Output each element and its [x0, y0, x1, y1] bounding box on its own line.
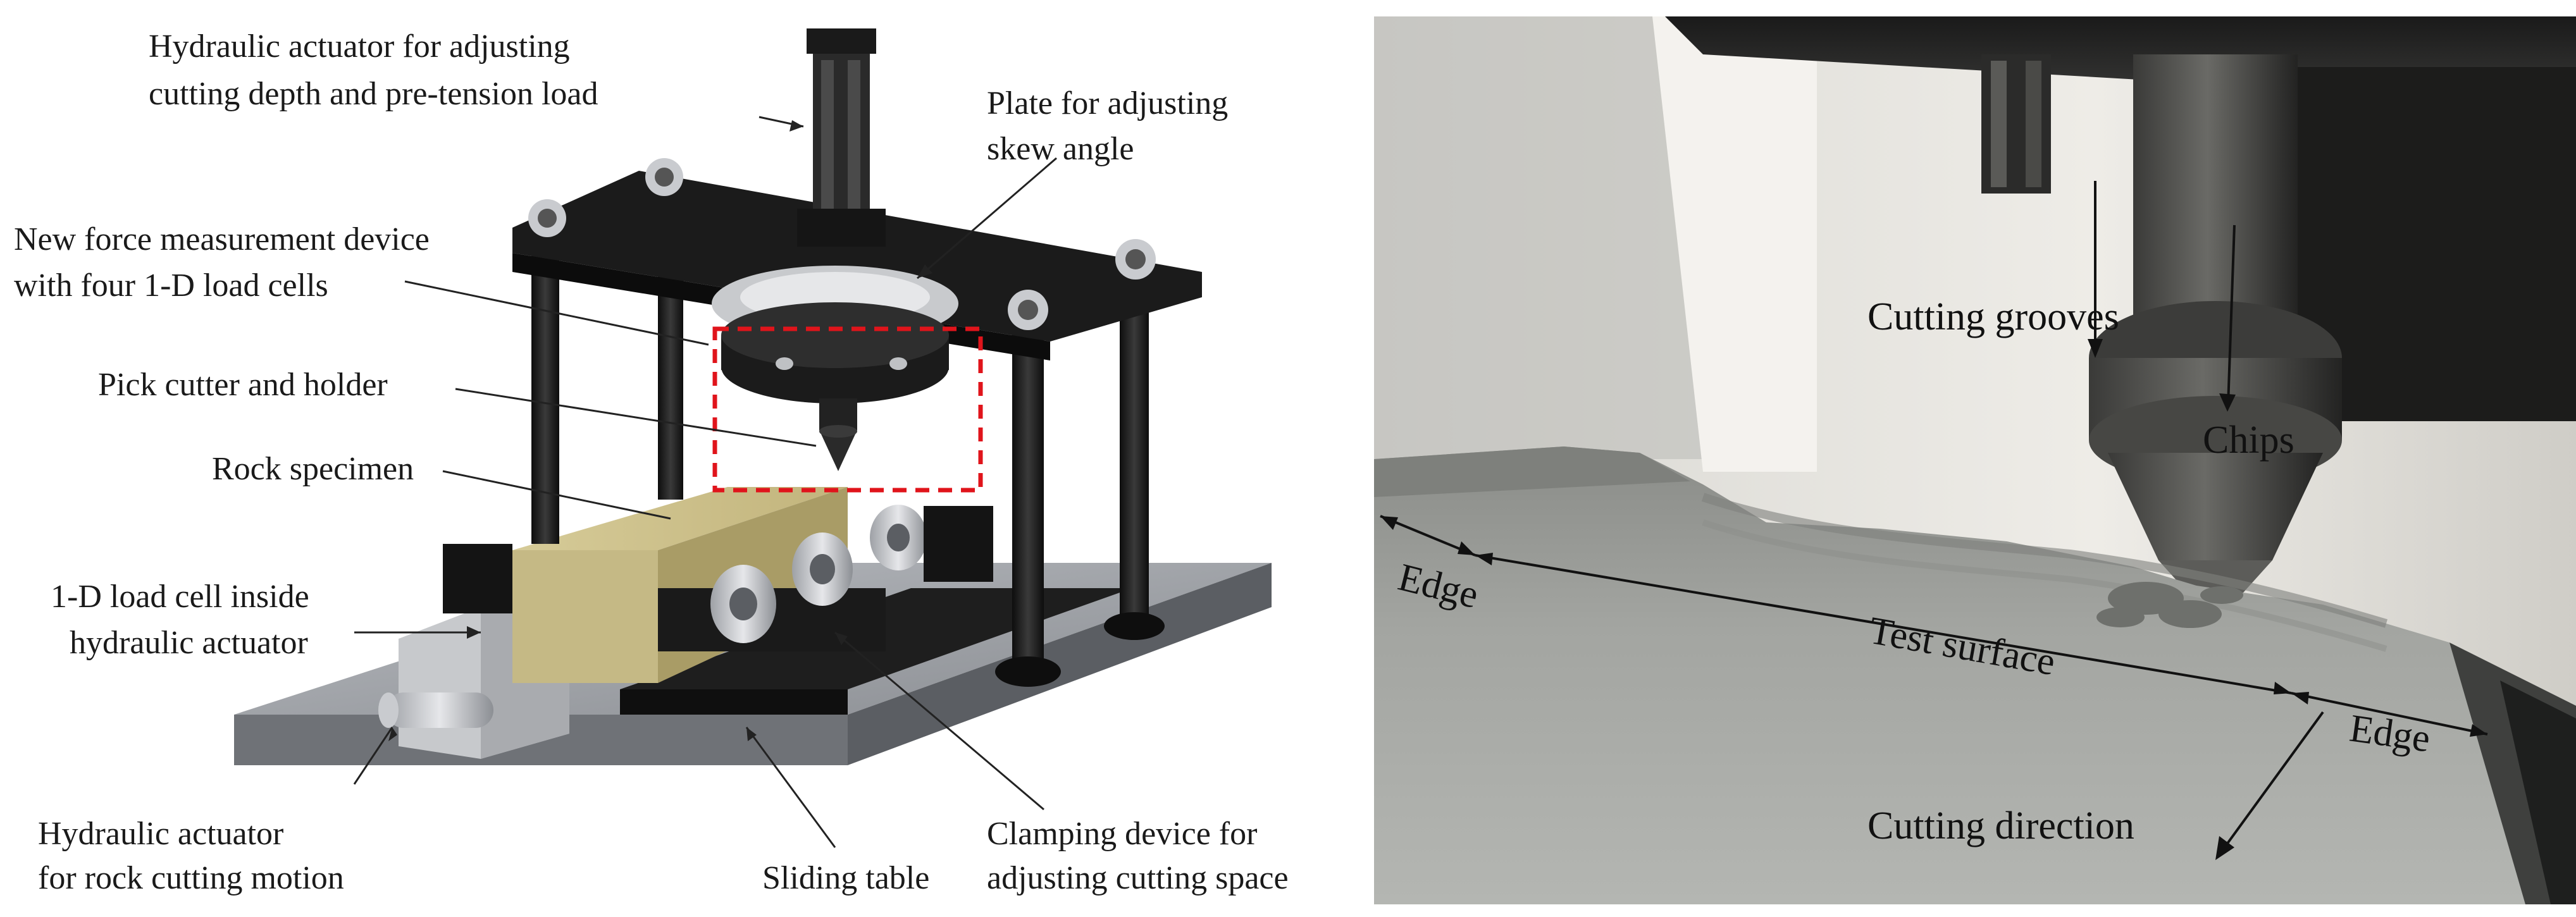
label-force-device-line1: New force measurement device	[14, 221, 430, 257]
label-plate-line1: Plate for adjusting	[987, 85, 1228, 121]
label-load-cell-line1: 1-D load cell inside	[51, 579, 309, 615]
label-clamping-line2: adjusting cutting space	[987, 860, 1289, 896]
label-chips: Chips	[2203, 419, 2294, 462]
depth-actuator	[797, 28, 886, 247]
label-sliding-table: Sliding table	[762, 860, 929, 896]
leader-lines	[353, 116, 1057, 848]
label-actuator-depth-line2: cutting depth and pre-tension load	[149, 76, 598, 112]
label-rock-specimen: Rock specimen	[212, 451, 414, 487]
label-plate-line2: skew angle	[987, 131, 1134, 167]
photo-arrowheads	[1380, 339, 2487, 860]
rock-chips	[2096, 582, 2243, 628]
rig-schematic: Hydraulic actuator for adjusting cutting…	[14, 28, 1289, 896]
rock-specimen-photo	[1374, 446, 2576, 904]
label-cutting-direction: Cutting direction	[1867, 804, 2134, 847]
leader-arrowheads	[388, 120, 932, 741]
label-clamping-line1: Clamping device for	[987, 816, 1257, 852]
label-cutting-grooves: Cutting grooves	[1867, 295, 2119, 338]
cutting-photo: Cutting grooves Chips Edge Test surface …	[1374, 16, 2576, 904]
clamping-device	[443, 505, 993, 651]
label-cutting-actuator-line1: Hydraulic actuator	[38, 816, 283, 852]
pick-cutter-tool	[2089, 54, 2342, 624]
label-force-device-line2: with four 1-D load cells	[14, 268, 328, 304]
label-pick-cutter: Pick cutter and holder	[98, 367, 388, 403]
label-load-cell-line2: hydraulic actuator	[70, 625, 308, 661]
rig-schematic-panel: Hydraulic actuator for adjusting cutting…	[14, 28, 1289, 896]
label-actuator-depth-line1: Hydraulic actuator for adjusting	[149, 28, 570, 65]
pick-cutter	[819, 398, 857, 471]
force-measurement-device	[712, 266, 958, 403]
cutting-photo-panel: Cutting grooves Chips Edge Test surface …	[1374, 16, 2576, 904]
highlight-box	[712, 326, 983, 493]
label-cutting-actuator-line2: for rock cutting motion	[38, 860, 344, 896]
